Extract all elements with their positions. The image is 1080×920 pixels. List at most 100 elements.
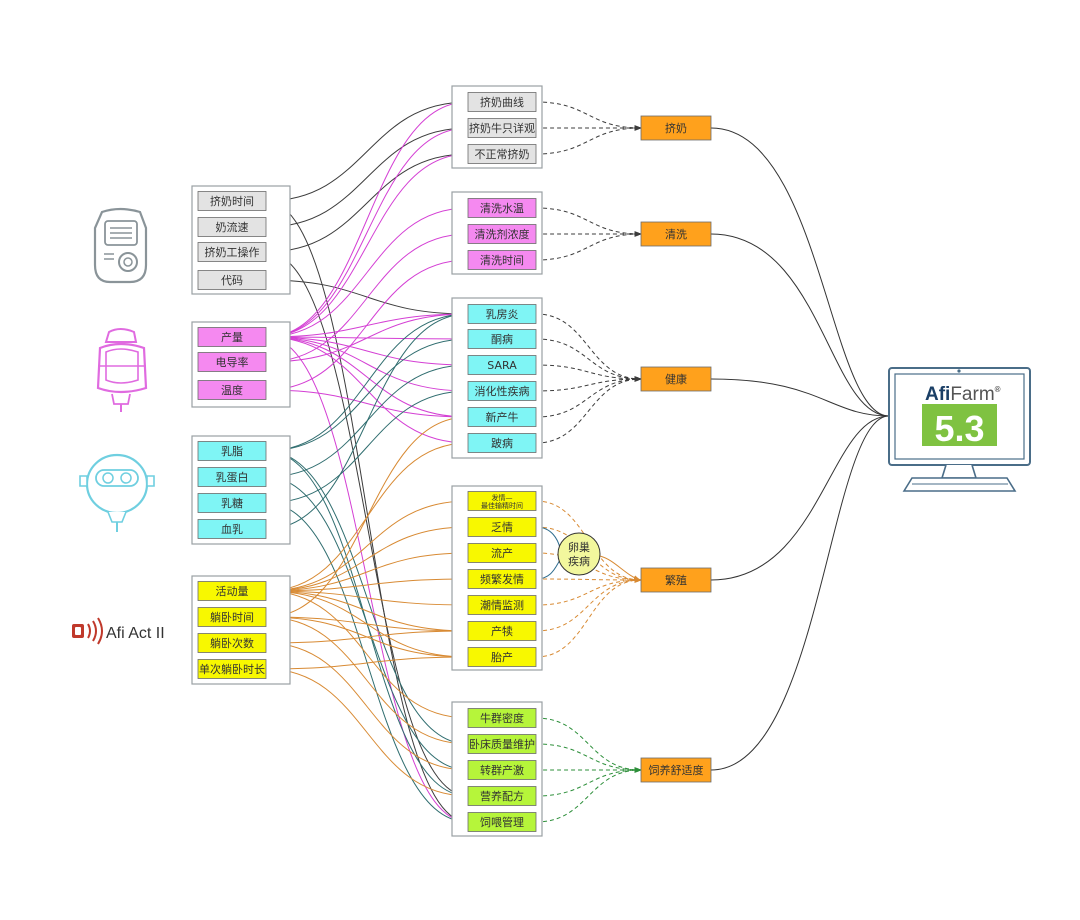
link-act-1-to-breeding-5 <box>265 616 469 634</box>
link-sensor-0-to-health-0 <box>265 311 469 338</box>
source-label-meter-2: 挤奶工操作 <box>205 245 260 259</box>
link-comfort-1-to-category <box>535 743 642 773</box>
source-box-lab-1 <box>197 467 267 487</box>
bubble-line-1: 卵巢 <box>568 541 590 554</box>
link-lab-3-to-health-0 <box>265 311 469 530</box>
link-comfort-3-to-category <box>535 767 642 797</box>
indicator-label-comfort-4: 饲喂管理 <box>480 815 524 829</box>
indicator-label-health-3: 消化性疾病 <box>475 384 530 398</box>
indicator-label-comfort-1: 卧床质量维护 <box>469 737 535 751</box>
indicator-box-comfort-3 <box>467 786 537 806</box>
link-breeding-4-to-category <box>535 577 642 606</box>
link-breeding-to-monitor <box>710 415 890 581</box>
link-breeding-2-to-category <box>535 552 642 583</box>
source-box-meter-0 <box>197 191 267 211</box>
link-lab-2-to-health-3 <box>265 388 469 504</box>
link-sensor-0-to-health-2 <box>265 336 469 368</box>
source-label-lab-2: 乳糖 <box>221 496 243 510</box>
link-sensor-0-to-milking-1 <box>265 125 469 338</box>
source-label-sensor-2: 温度 <box>221 383 243 397</box>
link-breeding-0-to-category <box>535 500 642 583</box>
indicator-label-health-0: 乳房炎 <box>486 308 519 321</box>
link-act-0-to-breeding-3 <box>265 576 469 592</box>
indicator-label-health-1: 酮病 <box>491 332 513 346</box>
indicator-label-milking-2: 不正常挤奶 <box>475 147 530 161</box>
indicator-label-breeding-1: 乏情 <box>491 521 513 534</box>
indicator-box-breeding-4 <box>467 595 537 615</box>
link-lab-0-to-health-0 <box>265 311 469 452</box>
indicator-label-health-5: 跛病 <box>491 436 513 450</box>
indicator-label-cleaning-0: 清洗水温 <box>480 202 524 215</box>
afi-act-brand: Afi Act II <box>106 625 165 642</box>
source-box-lab-0 <box>197 441 267 461</box>
link-health-0-to-category <box>535 313 642 382</box>
category-box-breeding <box>640 567 712 593</box>
link-sensor-0-to-comfort-4 <box>265 336 469 825</box>
link-health-4-to-category <box>535 376 642 418</box>
source-box-act-1 <box>197 607 267 627</box>
source-box-sensor-1 <box>197 352 267 372</box>
link-act-0-to-breeding-5 <box>265 590 469 634</box>
link-comfort-0-to-category <box>535 717 642 773</box>
indicator-label-cleaning-2: 清洗时间 <box>480 254 524 267</box>
link-cleaning-2-to-category <box>535 231 642 261</box>
link-act-0-to-breeding-1 <box>265 524 469 592</box>
link-breeding-3-to-category <box>535 577 642 583</box>
link-act-1-to-comfort-1 <box>265 616 469 747</box>
link-meter-3-to-health-0 <box>265 279 469 317</box>
frame-group-health <box>451 297 543 459</box>
link-sensor-0-to-cleaning-0 <box>265 205 469 338</box>
indicator-box-milking-2 <box>467 144 537 164</box>
source-label-act-1: 躺卧时间 <box>210 610 254 624</box>
source-label-meter-3: 代码 <box>221 274 243 287</box>
indicator-label-cleaning-1: 清洗剂浓度 <box>475 227 530 241</box>
link-act-0-to-comfort-0 <box>265 590 469 721</box>
indicator-label-breeding-4: 潮情监测 <box>480 598 524 612</box>
connector-lines <box>265 99 890 825</box>
indicator-label-comfort-0: 牛群密度 <box>480 711 524 725</box>
link-health-5-to-category <box>535 376 642 444</box>
indicator-box-milking-1 <box>467 118 537 138</box>
category-box-comfort <box>640 757 712 783</box>
link-milking-0-to-category <box>535 101 642 131</box>
indicator-box-breeding-0 <box>467 491 537 511</box>
source-box-sensor-2 <box>197 380 267 400</box>
indicator-box-health-4 <box>467 407 537 427</box>
bubble-line-2: 疾病 <box>568 554 590 568</box>
indicator-label-breeding-3: 频繁发情 <box>480 572 524 586</box>
link-act-3-to-comfort-3 <box>265 668 469 799</box>
indicator-label-comfort-2: 转群产激 <box>480 763 524 777</box>
indicator-box-cleaning-0 <box>467 198 537 218</box>
source-box-sensor-0 <box>197 327 267 347</box>
indicator-box-breeding-3 <box>467 569 537 589</box>
link-breeding-6-to-category <box>535 577 642 658</box>
link-act-3-to-breeding-6 <box>265 654 469 670</box>
link-sensor-1-to-cleaning-1 <box>265 231 469 363</box>
source-label-sensor-1: 电导率 <box>216 355 249 369</box>
indicator-box-cleaning-2 <box>467 250 537 270</box>
indicator-label-health-4: 新产牛 <box>486 410 519 424</box>
indicator-box-comfort-0 <box>467 708 537 728</box>
indicator-box-health-0 <box>467 304 537 324</box>
link-act-1-to-health-4 <box>265 414 469 618</box>
indicator-box-health-3 <box>467 381 537 401</box>
indicator-box-breeding-6 <box>467 647 537 667</box>
link-health-to-monitor <box>710 378 890 417</box>
version-number: 5.3 <box>934 408 984 449</box>
source-box-act-0 <box>197 581 267 601</box>
category-box-health <box>640 366 712 392</box>
category-label-breeding: 繁殖 <box>665 573 687 587</box>
monitor-icon <box>888 367 1031 492</box>
category-label-cleaning: 清洗 <box>665 228 687 241</box>
link-act-2-to-comfort-2 <box>265 642 469 773</box>
indicator-box-health-1 <box>467 329 537 349</box>
link-sensor-0-to-health-3 <box>265 336 469 394</box>
link-meter-0-to-milking-0 <box>265 99 469 202</box>
source-box-lab-2 <box>197 493 267 513</box>
link-meter-2-to-milking-2 <box>265 151 469 253</box>
indicator-box-comfort-4 <box>467 812 537 832</box>
link-act-0-to-breeding-2 <box>265 550 469 592</box>
indicator-label-breeding-0-line-2: 最佳输精时间 <box>481 501 523 510</box>
indicator-box-health-5 <box>467 433 537 453</box>
